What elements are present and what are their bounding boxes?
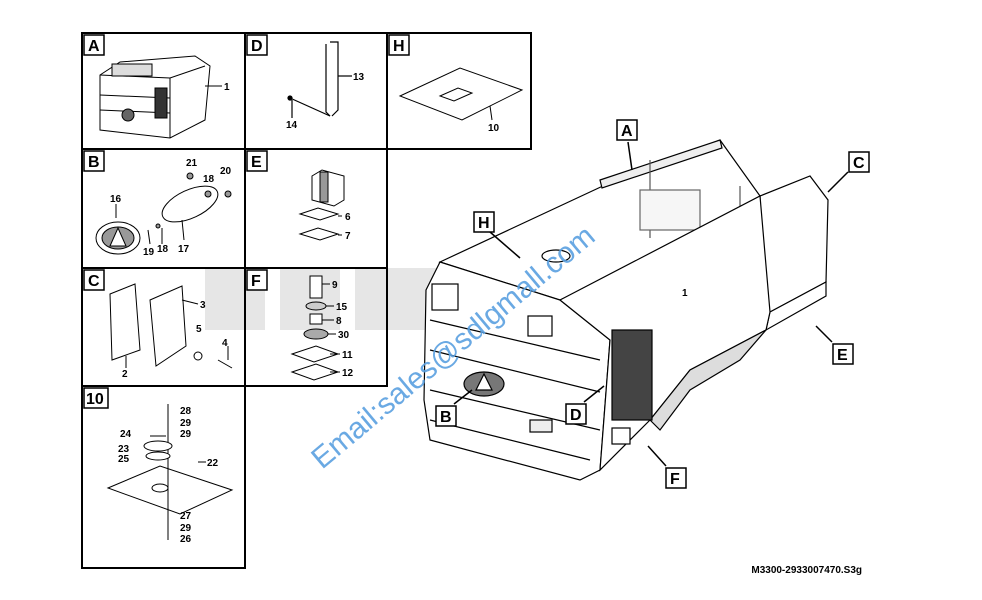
panel-f-drawing [290, 275, 340, 381]
panel-label-text: B [88, 154, 100, 171]
panel-e-drawing [298, 169, 345, 241]
main-label-f: F [647, 445, 687, 489]
main-label-text: H [478, 215, 490, 232]
panel-label-h: H [388, 34, 410, 56]
callout-number: 9 [332, 280, 338, 291]
callout-number: 6 [345, 212, 351, 223]
callout-number: 28 [180, 406, 192, 417]
panel-label-d: D [246, 34, 268, 56]
main-label-text: B [440, 409, 452, 426]
main-label-text: F [670, 471, 680, 488]
panel-label-text: E [251, 154, 262, 171]
callout-number: 15 [336, 302, 348, 313]
callout-number: 22 [207, 458, 219, 469]
main-label-a: A [616, 119, 638, 171]
callout-number: 11 [342, 350, 353, 361]
panel-frames [81, 32, 532, 569]
main-label-d: D [565, 385, 605, 425]
callout-number: 4 [222, 338, 228, 349]
panel-label-c: C [83, 269, 105, 291]
panel-d-drawing [287, 41, 352, 118]
callout-number: 25 [118, 454, 130, 465]
panel-label-text: C [88, 273, 100, 290]
main-label-text: C [853, 155, 865, 172]
callout-number: 10 [488, 123, 500, 134]
callout-number: 16 [110, 194, 122, 205]
main-hood-drawing [423, 139, 829, 481]
panel-label-f: F [246, 269, 268, 291]
callout-number: 8 [336, 316, 342, 327]
panel-label-text: F [251, 273, 261, 290]
callout-number: 2 [122, 369, 128, 380]
callout-number: 17 [178, 244, 190, 255]
panel-label-b: B [83, 150, 105, 172]
panel-a-drawing [99, 55, 222, 139]
panel-label-a: A [83, 34, 105, 56]
callout-number: 3 [200, 300, 206, 311]
callout-number: 27 [180, 511, 192, 522]
callout-number: 12 [342, 368, 354, 379]
callout-number: 26 [180, 534, 192, 545]
panel-10-drawing [106, 404, 234, 540]
main-label-text: E [837, 347, 848, 364]
callout-number: 7 [345, 231, 351, 242]
callout-number: 21 [186, 158, 198, 169]
callout-number: 29 [180, 429, 192, 440]
main-label-text: D [570, 407, 582, 424]
callout-number: 29 [180, 418, 192, 429]
panel-h-drawing [398, 67, 524, 121]
main-label-c: C [827, 151, 870, 193]
panel-label-10: 10 [83, 387, 109, 409]
panel-c-drawing [109, 283, 233, 369]
panel-label-text: H [393, 38, 405, 55]
callout-number: 14 [286, 120, 298, 131]
callout-number: 30 [338, 330, 350, 341]
callout-number: 20 [220, 166, 232, 177]
callout-number: 18 [157, 244, 169, 255]
callout-number: 24 [120, 429, 132, 440]
reference-code: M3300-2933007470.S3g [751, 565, 862, 576]
main-label-text: A [621, 123, 633, 140]
callout-number: 29 [180, 523, 192, 534]
main-label-b: B [435, 389, 473, 427]
panel-label-text: D [251, 38, 263, 55]
callout-number: 5 [196, 324, 202, 335]
panel-label-e: E [246, 150, 268, 172]
main-callout-number: 1 [682, 288, 688, 299]
main-label-e: E [815, 325, 854, 365]
callout-number: 1 [224, 82, 230, 93]
callout-number: 18 [203, 174, 215, 185]
panel-b-drawing [95, 172, 232, 255]
callout-number: 13 [353, 72, 365, 83]
main-label-h: H [473, 211, 521, 259]
panel-label-text: 10 [86, 391, 104, 408]
callout-number: 23 [118, 444, 130, 455]
panel-label-text: A [88, 38, 100, 55]
callout-number: 19 [143, 247, 155, 258]
